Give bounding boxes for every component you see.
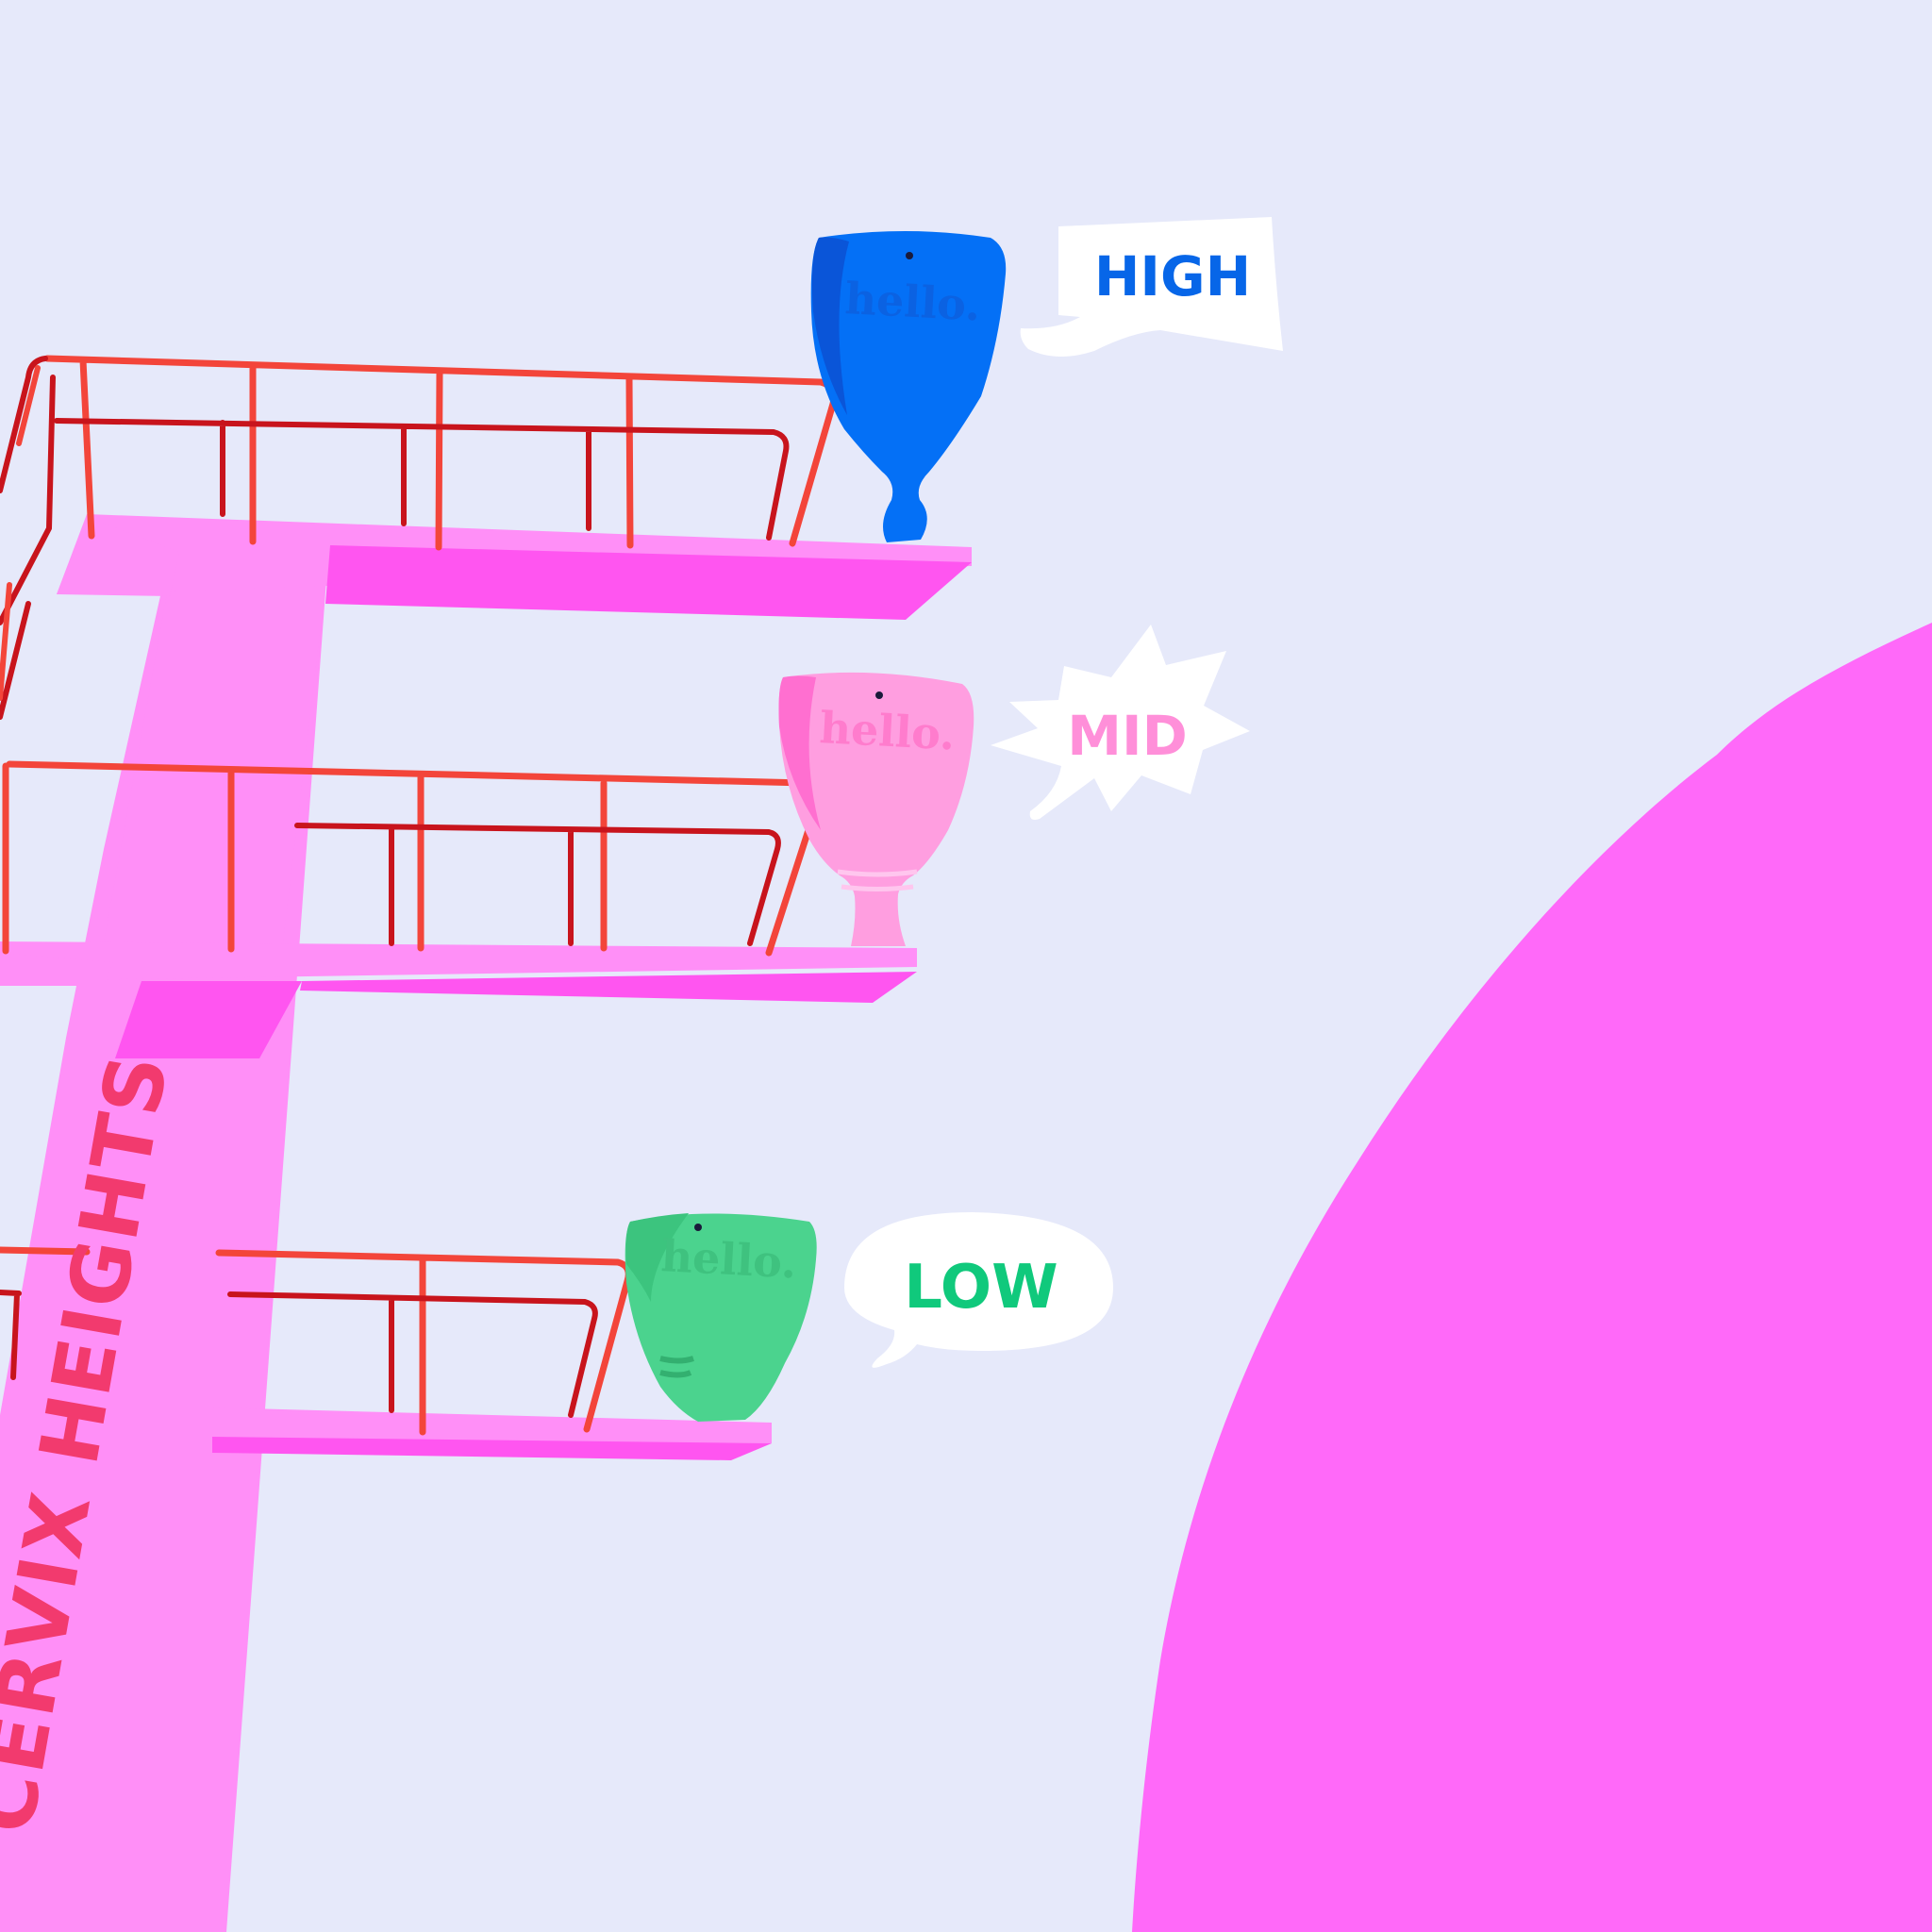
cup-high-hole xyxy=(906,252,913,259)
tower-brace xyxy=(115,981,302,1058)
cup-mid-label: MID xyxy=(1067,704,1187,768)
cup-mid-logo: hello. xyxy=(818,702,956,759)
mid-railing-back xyxy=(294,823,781,946)
cup-low-label: LOW xyxy=(904,1253,1058,1323)
top-platform-front xyxy=(325,545,972,620)
cup-mid-bubble[interactable] xyxy=(991,625,1250,820)
pink-hill xyxy=(1132,623,1932,1932)
cup-mid: hello. MID xyxy=(778,625,1250,946)
stair-railing xyxy=(0,356,56,720)
low-platform-top xyxy=(212,1407,772,1443)
cup-low-shade xyxy=(625,1213,689,1302)
top-railing-back xyxy=(54,418,790,541)
cup-low-bubble[interactable] xyxy=(844,1212,1113,1368)
cup-mid-ridges xyxy=(837,869,918,891)
cup-high-label: HIGH xyxy=(1094,244,1251,308)
cup-mid-hole xyxy=(875,691,883,699)
cup-low-grip xyxy=(659,1356,694,1378)
low-platform-front xyxy=(212,1437,772,1460)
cup-high-shade xyxy=(811,237,849,415)
top-platform-left xyxy=(57,517,179,596)
mid-platform-front xyxy=(300,972,917,1003)
cup-low-hole xyxy=(694,1224,702,1231)
low-railing-back xyxy=(0,1290,598,1418)
cup-high: hello. HIGH xyxy=(810,217,1283,542)
cup-high-bubble[interactable] xyxy=(1020,217,1283,358)
cup-low: hello. LOW xyxy=(625,1212,1113,1422)
cup-low-body xyxy=(625,1213,817,1422)
mid-platform-left xyxy=(0,953,113,986)
cup-mid-body xyxy=(778,672,974,946)
stair-railing-front xyxy=(0,365,41,701)
cup-high-logo: hello. xyxy=(843,273,981,330)
tower-upper-pillar xyxy=(104,547,330,943)
cup-high-body xyxy=(810,231,1007,542)
cup-mid-shade xyxy=(778,675,821,830)
cup-low-logo: hello. xyxy=(659,1230,797,1288)
